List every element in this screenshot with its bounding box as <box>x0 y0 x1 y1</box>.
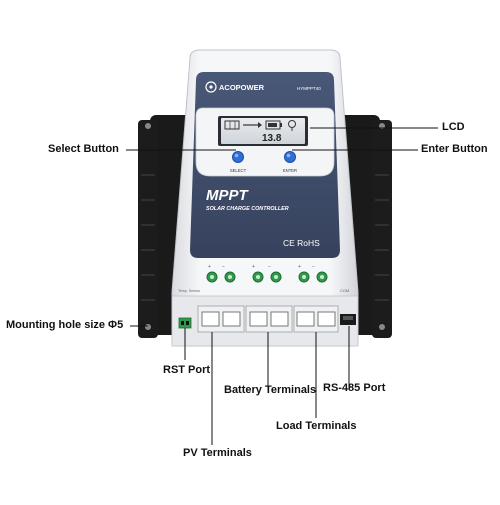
mounting-hole-callout: Mounting hole size Φ5 <box>6 319 124 331</box>
svg-text:−: − <box>312 264 315 270</box>
terminal-openings <box>197 305 339 333</box>
lcd-battery-icon <box>265 120 282 130</box>
brand-logo-icon <box>209 85 213 89</box>
mounting-hole-icon <box>379 324 385 330</box>
product-subtitle: SOLAR CHARGE CONTROLLER <box>206 206 289 212</box>
load-terminal-screws[interactable] <box>298 271 328 283</box>
rst-port[interactable] <box>178 317 192 329</box>
brand-name: ACOPOWER <box>219 83 265 92</box>
certification-marks: CE RoHS <box>283 238 320 248</box>
pv-terminal-screws[interactable] <box>206 271 236 283</box>
pv-terminals-callout: PV Terminals <box>183 447 252 459</box>
model-number: HYMPPT40 <box>297 86 321 91</box>
lcd-callout: LCD <box>442 121 465 133</box>
product-name: MPPT <box>206 187 250 204</box>
temp-sensor-label: Temp. Sensor <box>178 289 201 293</box>
brand-logo-icon <box>205 81 217 93</box>
lcd-arrow-icon <box>243 122 262 128</box>
select-key-label: SELECT <box>230 168 247 173</box>
lcd-screen <box>221 118 305 144</box>
select-button[interactable] <box>232 151 244 163</box>
enter-key-label: ENTER <box>283 168 297 173</box>
mounting-hole-icon <box>145 324 151 330</box>
svg-text:−: − <box>268 264 271 270</box>
svg-text:+: + <box>252 264 255 270</box>
select-button-callout: Select Button <box>48 143 119 155</box>
svg-text:+: + <box>298 264 301 270</box>
battery-terminals-callout: Battery Terminals <box>224 384 317 396</box>
load-terminals-callout: Load Terminals <box>276 420 357 432</box>
svg-text:+: + <box>208 264 211 270</box>
enter-button[interactable] <box>284 151 296 163</box>
lcd-reading: 13.8 <box>262 133 282 144</box>
svg-text:−: − <box>222 264 225 270</box>
com-label: COM <box>340 288 349 293</box>
battery-terminal-screws[interactable] <box>252 271 282 283</box>
mounting-hole-icon <box>145 123 151 129</box>
enter-button-callout: Enter Button <box>421 143 488 155</box>
lcd-solar-icon <box>224 120 240 130</box>
lcd-bulb-icon <box>288 120 296 131</box>
rs485-port-callout: RS-485 Port <box>323 382 386 394</box>
rst-port-callout: RST Port <box>163 364 211 376</box>
callout-lines <box>126 127 438 445</box>
terminal-screws: + − + − + − <box>208 264 315 270</box>
